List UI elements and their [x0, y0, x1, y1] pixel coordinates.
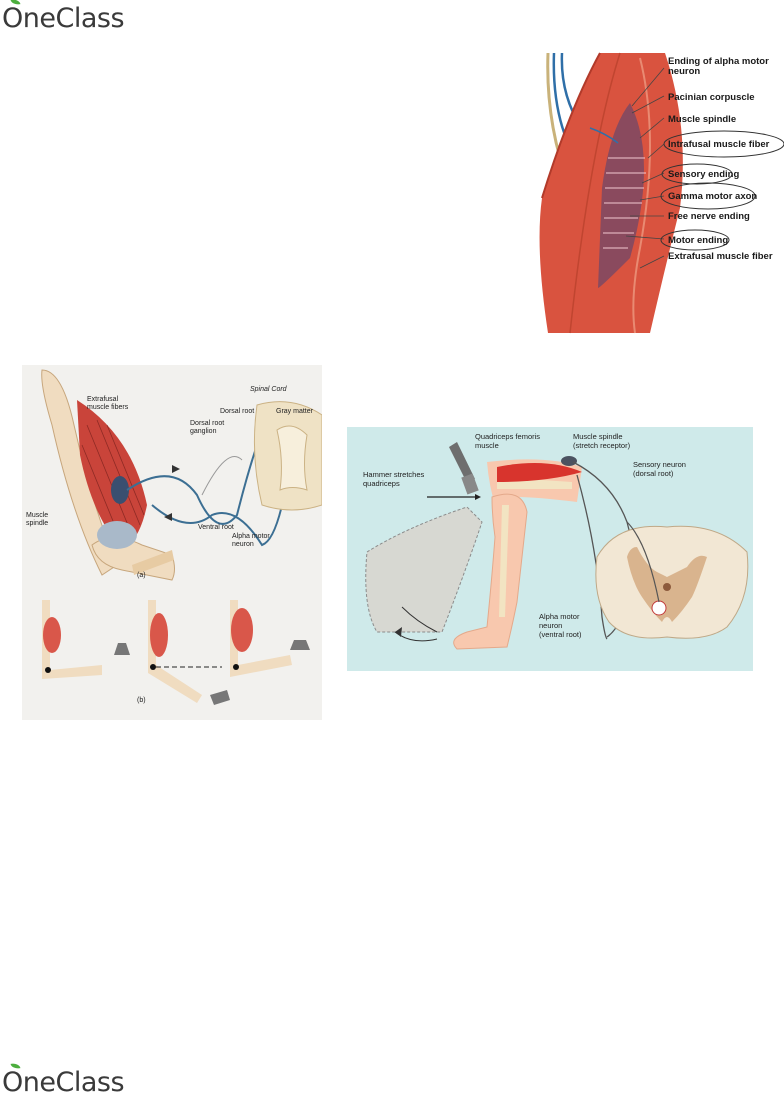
- muscle-spindle-figure: Ending of alpha motor neuron Pacinian co…: [539, 52, 784, 334]
- label-drg-2: ganglion: [190, 428, 217, 435]
- label-panel-a: (a): [137, 572, 146, 579]
- label-spinal-cord: Spinal Cord: [250, 386, 288, 393]
- label-alpha-2: neuron: [539, 621, 562, 630]
- label-dorsal-root: Dorsal root: [220, 408, 254, 415]
- label-gray-matter: Gray matter: [276, 408, 314, 415]
- panel-b-arm-1: [42, 600, 130, 679]
- label-hammer: Hammer stretches: [363, 470, 425, 479]
- label-muscle-spindle-2: spindle: [26, 520, 48, 527]
- arm-reflex-figure: Extrafusal muscle fibers Spinal Cord Dor…: [22, 365, 322, 720]
- label-intrafusal: Intrafusal muscle fiber: [668, 139, 770, 150]
- label-alpha-ending-2: neuron: [668, 66, 700, 77]
- label-gamma: Gamma motor axon: [668, 191, 757, 202]
- label-pacinian: Pacinian corpuscle: [668, 92, 755, 103]
- oneclass-logo-top: OneClass: [2, 0, 125, 34]
- label-motor-ending: Motor ending: [668, 235, 728, 246]
- label-alpha-motor: Alpha motor: [232, 533, 270, 540]
- label-alpha-ending: Ending of alpha motor: [668, 56, 769, 67]
- label-alpha-3: (ventral root): [539, 630, 582, 639]
- logo-text: OneClass: [2, 3, 125, 34]
- label-ventral-root: Ventral root: [198, 524, 234, 531]
- label-quadriceps-2: muscle: [475, 441, 499, 450]
- label-panel-b: (b): [137, 697, 146, 704]
- label-sensory: Sensory neuron: [633, 460, 686, 469]
- label-spindle: Muscle spindle: [573, 432, 623, 441]
- label-extrafusal: Extrafusal: [87, 396, 119, 403]
- oneclass-logo-bottom: OneClass: [2, 1062, 125, 1098]
- label-muscle-spindle: Muscle: [26, 512, 48, 519]
- label-spindle: Muscle spindle: [668, 114, 736, 125]
- logo-text: OneClass: [2, 1067, 125, 1098]
- panel-b-arm-3: [230, 600, 310, 677]
- label-hammer-2: quadriceps: [363, 479, 400, 488]
- label-spindle-2: (stretch receptor): [573, 441, 631, 450]
- label-extrafusal: Extrafusal muscle fiber: [668, 251, 773, 262]
- label-alpha: Alpha motor: [539, 612, 580, 621]
- label-sensory-ending: Sensory ending: [668, 169, 739, 180]
- knee-reflex-figure: Quadriceps femoris muscle Muscle spindle…: [347, 427, 753, 671]
- label-extrafusal-2: muscle fibers: [87, 404, 129, 411]
- label-drg: Dorsal root: [190, 420, 224, 427]
- label-free-nerve: Free nerve ending: [668, 211, 750, 222]
- panel-b-arm-2: [148, 600, 230, 705]
- label-sensory-2: (dorsal root): [633, 469, 674, 478]
- label-alpha-motor-2: neuron: [232, 541, 254, 548]
- label-quadriceps: Quadriceps femoris: [475, 432, 540, 441]
